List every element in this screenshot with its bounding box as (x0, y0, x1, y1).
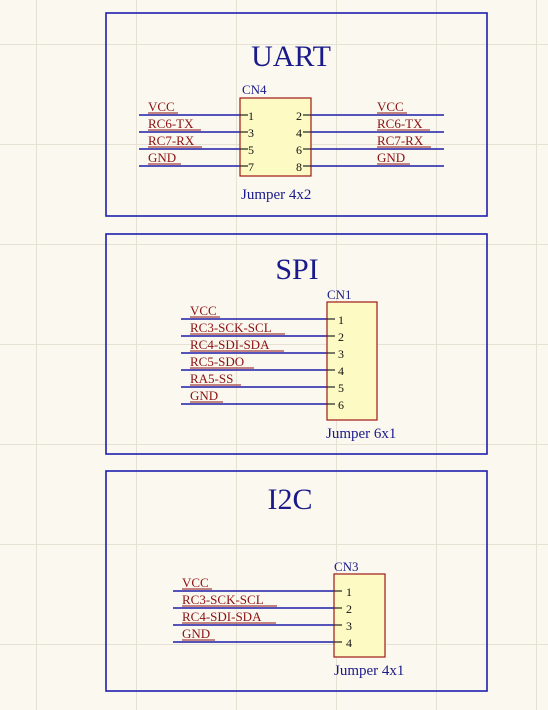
cn1-pin-6: 6 (338, 398, 344, 412)
spi-title: SPI (275, 253, 318, 286)
cn4-pin-6: 6 (296, 143, 302, 157)
cn4-pin-2: 2 (296, 109, 302, 123)
cn4-pin-7: 7 (248, 160, 254, 174)
uart-net-left-gnd: GND (148, 150, 176, 165)
uart-net-left-rc6-tx: RC6-TX (148, 116, 194, 131)
uart-net-right-vcc: VCC (377, 99, 404, 114)
spi-net-rc3-sck-scl: RC3-SCK-SCL (190, 320, 272, 335)
cn3-pin-1: 1 (346, 585, 352, 599)
cn4-designator: CN4 (242, 82, 267, 97)
i2c-net-gnd: GND (182, 626, 210, 641)
i2c-title: I2C (268, 483, 313, 516)
i2c-net-rc3-sck-scl: RC3-SCK-SCL (182, 592, 264, 607)
cn3-pin-3: 3 (346, 619, 352, 633)
cn1-pin-2: 2 (338, 330, 344, 344)
uart-net-right-rc6-tx: RC6-TX (377, 116, 423, 131)
spi-net-vcc: VCC (190, 303, 217, 318)
i2c-net-vcc: VCC (182, 575, 209, 590)
spi-net-rc5-sdo: RC5-SDO (190, 354, 244, 369)
uart-net-left-rc7-rx: RC7-RX (148, 133, 195, 148)
cn1-pin-3: 3 (338, 347, 344, 361)
cn4-comment: Jumper 4x2 (241, 187, 311, 203)
cn4-pin-3: 3 (248, 126, 254, 140)
cn1-designator: CN1 (327, 287, 352, 302)
uart-net-right-gnd: GND (377, 150, 405, 165)
cn4-pin-8: 8 (296, 160, 302, 174)
uart-section: UART CN4 1 3 5 7 2 4 6 8 VCC RC6-TX (105, 12, 488, 217)
cn3-designator: CN3 (334, 559, 359, 574)
uart-net-left-vcc: VCC (148, 99, 175, 114)
i2c-frame (105, 470, 488, 692)
spi-section: SPI CN1 1 2 3 4 5 6 VCC RC3-SCK-SCL RC4-… (105, 233, 488, 455)
cn3-body (333, 573, 386, 658)
cn1-pin-5: 5 (338, 381, 344, 395)
uart-title: UART (251, 40, 331, 73)
spi-frame (105, 233, 488, 455)
cn1-pin-1: 1 (338, 313, 344, 327)
cn1-pin-4: 4 (338, 364, 344, 378)
cn1-body (326, 301, 378, 421)
cn4-pin-5: 5 (248, 143, 254, 157)
cn4-pin-4: 4 (296, 126, 302, 140)
cn3-pin-2: 2 (346, 602, 352, 616)
i2c-net-rc4-sdi-sda: RC4-SDI-SDA (182, 609, 262, 624)
uart-frame (105, 12, 488, 217)
i2c-section: I2C CN3 1 2 3 4 VCC RC3-SCK-SCL RC4-SDI-… (105, 470, 488, 692)
cn3-comment: Jumper 4x1 (334, 663, 404, 679)
cn3-pin-4: 4 (346, 636, 352, 650)
uart-net-right-rc7-rx: RC7-RX (377, 133, 424, 148)
spi-net-gnd: GND (190, 388, 218, 403)
cn4-body (239, 97, 312, 177)
spi-net-ra5-ss: RA5-SS (190, 371, 233, 386)
cn4-pin-1: 1 (248, 109, 254, 123)
cn1-comment: Jumper 6x1 (326, 426, 396, 442)
spi-net-rc4-sdi-sda: RC4-SDI-SDA (190, 337, 270, 352)
